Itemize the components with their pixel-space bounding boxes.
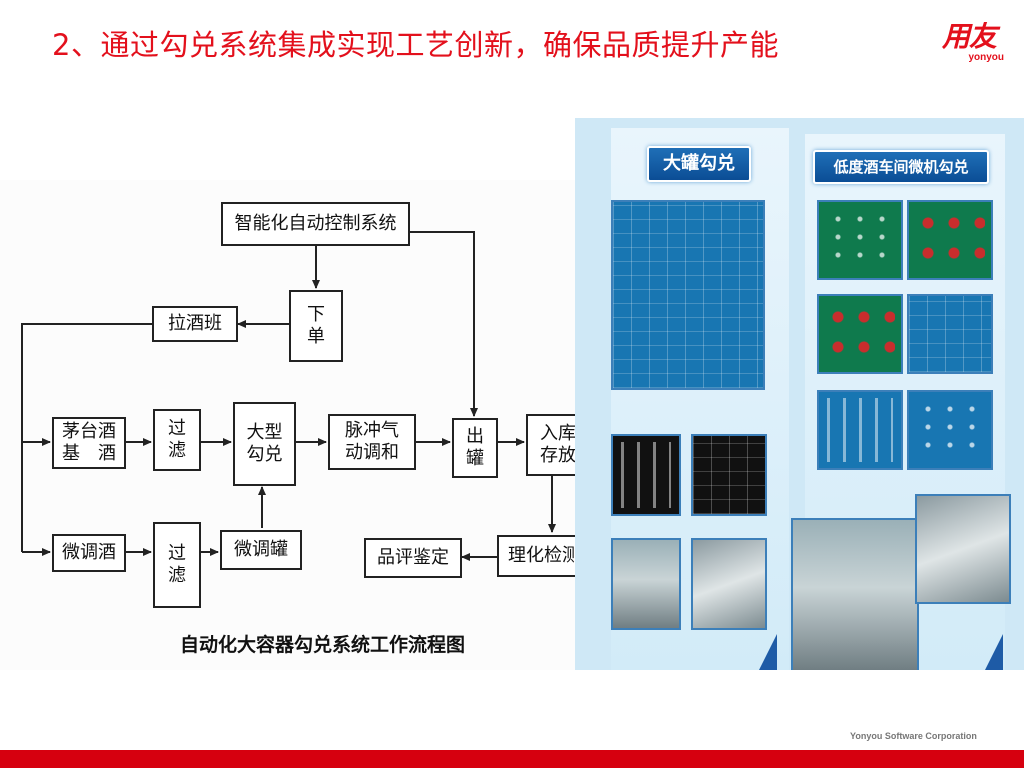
workshop-photo-1 <box>611 538 681 630</box>
hmi-screen-6 <box>907 390 993 470</box>
workshop-photo-4 <box>915 494 1011 604</box>
screen-dots <box>827 210 893 270</box>
node-filter-2: 过滤 <box>153 522 201 608</box>
node-large-blend: 大型勾兑 <box>233 402 296 486</box>
logo-english: yonyou <box>968 52 1004 63</box>
line-pull-wine-loop <box>21 323 152 552</box>
panel-large-tank-title: 大罐勾兑 <box>647 146 751 182</box>
monitor-screen-1 <box>611 434 681 516</box>
hmi-screen-5 <box>817 390 903 470</box>
node-pull-wine: 拉酒班 <box>152 306 238 342</box>
flowchart-connectors <box>21 231 556 561</box>
node-filter-1: 过滤 <box>153 409 201 471</box>
panel-low-alcohol: 低度酒车间微机勾兑 <box>791 134 1011 670</box>
screen-table <box>693 436 765 514</box>
screen-diagram <box>613 202 763 388</box>
workshop-photo-3 <box>791 518 919 670</box>
node-micro-wine: 微调酒 <box>52 534 126 572</box>
node-order: 下单 <box>289 290 343 362</box>
node-out-tank: 出罐 <box>452 418 498 478</box>
screen-bars <box>621 442 671 508</box>
hmi-screen-2 <box>907 200 993 280</box>
slide-title: 2、通过勾兑系统集成实现工艺创新，确保品质提升产能 <box>52 28 779 62</box>
logo-chinese: 用友 <box>941 20 997 53</box>
screen-bars <box>827 398 893 462</box>
screen-tanks <box>825 302 895 366</box>
flowchart-caption: 自动化大容器勾兑系统工作流程图 <box>180 634 466 656</box>
hmi-screen-4 <box>907 294 993 374</box>
screen-dots <box>917 400 983 460</box>
panel-corner-triangle-1 <box>759 634 777 670</box>
footer-bar <box>0 750 1024 768</box>
photo-collage: 大罐勾兑 低度酒车间微机勾兑 <box>575 118 1024 670</box>
screen-grid <box>909 296 991 372</box>
node-pulse-blend: 脉冲气动调和 <box>328 414 416 470</box>
hmi-screen-1 <box>817 200 903 280</box>
node-micro-tank: 微调罐 <box>220 530 302 570</box>
panel-large-tank: 大罐勾兑 <box>611 128 789 670</box>
control-screen-large <box>611 200 765 390</box>
panel-corner-triangle-2 <box>985 634 1003 670</box>
hmi-screen-3 <box>817 294 903 374</box>
workshop-photo-2 <box>691 538 767 630</box>
yonyou-logo: 用友 yonyou <box>934 22 1004 64</box>
node-tasting: 品评鉴定 <box>364 538 462 578</box>
screen-tanks <box>915 208 985 272</box>
monitor-screen-2 <box>691 434 767 516</box>
node-control-system: 智能化自动控制系统 <box>221 202 410 246</box>
arrow-control-to-out-tank <box>410 231 478 417</box>
footer-company: Yonyou Software Corporation <box>850 731 977 741</box>
panel-low-alcohol-title: 低度酒车间微机勾兑 <box>813 150 989 184</box>
flowchart: 智能化自动控制系统 下单 拉酒班 茅台酒基 酒 过滤 大型勾兑 脉冲气动调和 出… <box>0 180 612 670</box>
node-maotai-base: 茅台酒基 酒 <box>52 417 126 469</box>
